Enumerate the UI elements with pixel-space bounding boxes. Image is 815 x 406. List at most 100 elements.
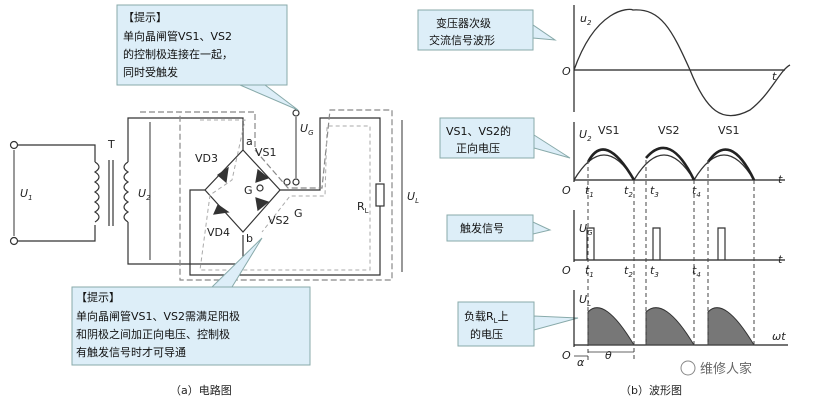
callout-top-line-1: 单向晶闸管VS1、VS2 — [123, 29, 232, 43]
box-ac-line-1: 变压器次级 — [436, 16, 491, 30]
gate2-terminal — [283, 178, 291, 186]
trigger-pulses — [586, 227, 726, 260]
callout-bottom-line-1: 单向晶闸管VS1、VS2需满足阳极 — [76, 309, 240, 323]
secondary-wire-top — [127, 117, 244, 162]
origin-2: O — [562, 184, 571, 197]
callout-bottom-title: 【提示】 — [76, 291, 120, 304]
box-load-pointer — [533, 315, 579, 331]
theta-label: θ — [605, 349, 612, 362]
box-forward-voltage — [439, 117, 535, 159]
vd3-label: VD3 — [195, 152, 218, 165]
input-wire-bottom — [18, 225, 96, 242]
half-label-1: VS1 — [598, 124, 620, 137]
label-U2: U2 — [579, 128, 592, 143]
t3-label-b: t3 — [650, 264, 659, 279]
half-label-3: VS1 — [718, 124, 740, 137]
callout-bottom-box — [71, 286, 311, 366]
wave-text: u2 O t U2 VS1 VS2 VS1 O t t1 t2 t3 t4 UG… — [562, 12, 786, 369]
transformer-label: T — [107, 138, 115, 151]
node-b-label: b — [246, 232, 253, 245]
wave-rectified — [573, 154, 755, 182]
vs1-label: VS1 — [255, 146, 277, 159]
vd4-label: VD4 — [207, 226, 230, 239]
origin-1: O — [562, 65, 571, 78]
bridge-diamond — [204, 149, 281, 233]
ul-label: UL — [407, 190, 419, 205]
vs2-thyristor — [255, 197, 270, 212]
t1-label: t1 — [585, 184, 594, 199]
callout-bottom-line-2: 和阴极之间加正向电压、控制极 — [76, 327, 230, 341]
gate1-label: G — [244, 184, 253, 197]
watermark-icon — [680, 360, 696, 376]
current-path-2 — [199, 119, 371, 271]
callout-top-line-2: 的控制极连接在一起， — [123, 47, 233, 61]
u1-label: U1 — [20, 187, 33, 202]
output-wire-top — [280, 117, 381, 191]
box-ac-pointer — [532, 24, 557, 41]
transformer-primary — [93, 161, 100, 223]
caption-circuit: （a）电路图 — [170, 384, 232, 397]
box-load-line-1: 负载RL上 — [464, 309, 509, 325]
vd3-diode — [217, 166, 229, 184]
half-label-2: VS2 — [658, 124, 680, 137]
circuit-diagram — [9, 109, 403, 276]
box-load-line-2: 的电压 — [470, 327, 503, 341]
ug-terminal-bottom — [292, 178, 300, 186]
vd4-diode — [213, 204, 230, 215]
current-paths — [140, 109, 393, 281]
pulse-2 — [652, 227, 661, 260]
transformer-secondary — [123, 161, 130, 223]
label-u2: u2 — [580, 12, 592, 27]
t2-label: t2 — [624, 184, 633, 199]
label-UG: UG — [579, 222, 593, 237]
input-wire-top — [18, 144, 96, 162]
t-axis-1: t — [772, 70, 777, 83]
wave-axes — [573, 5, 788, 347]
secondary-wire-bottom — [127, 222, 244, 265]
vs1-thyristor — [255, 168, 270, 183]
callout-bottom: 【提示】 单向晶闸管VS1、VS2需满足阳极 和阴极之间加正向电压、控制极 有触… — [71, 237, 311, 366]
box-forward-line-1: VS1、VS2的 — [446, 124, 511, 138]
load-resistor — [375, 183, 385, 207]
gate2-label: G — [294, 207, 303, 220]
load-lobe-2 — [645, 307, 695, 346]
rl-label: RL — [357, 200, 369, 215]
current-path-1 — [140, 109, 393, 281]
wave-rectified-conducting — [586, 146, 756, 181]
alpha-label: α — [577, 356, 585, 369]
box-ac-signal — [417, 9, 534, 51]
box-ac-line-2: 交流信号波形 — [429, 33, 495, 47]
load-lobe-1 — [587, 307, 635, 346]
load-lobe-3 — [707, 307, 755, 346]
ug-terminal-top — [292, 109, 300, 117]
t-axis-2: t — [778, 173, 783, 186]
box-trigger-pointer — [532, 221, 552, 235]
callout-top-pointer — [239, 84, 299, 111]
caption-waveform: （b）波形图 — [620, 384, 682, 397]
origin-4: O — [562, 349, 571, 362]
input-terminal-top — [9, 140, 19, 150]
callout-bottom-pointer — [210, 237, 263, 288]
gate1-terminal — [256, 184, 264, 192]
vs2-label: VS2 — [268, 214, 290, 227]
angle-markers — [574, 351, 634, 357]
box-trigger — [446, 214, 534, 242]
t-axis-3: t — [778, 253, 783, 266]
origin-3: O — [562, 264, 571, 277]
input-terminal-bottom — [9, 236, 19, 246]
box-forward-pointer — [533, 134, 571, 159]
callout-top-box — [116, 4, 288, 86]
t1-label-b: t1 — [585, 264, 594, 279]
t4-label-b: t4 — [692, 264, 701, 279]
wt-axis: ωt — [772, 330, 786, 343]
guide-lines — [587, 160, 755, 360]
wave-boxes: 变压器次级 交流信号波形 VS1、VS2的 正向电压 触发信号 负载RL上 的电… — [417, 9, 579, 347]
watermark-text: 维修人家 — [700, 361, 752, 377]
wave-ac — [573, 8, 791, 117]
t3-label: t3 — [650, 184, 659, 199]
watermark: 维修人家 — [680, 360, 752, 377]
circuit-text: U1 T U2 VD3 VD4 VS1 VS2 a b G G UG RL UL — [20, 122, 419, 245]
pulse-3 — [717, 227, 726, 260]
callout-bottom-line-3: 有触发信号时才可导通 — [76, 345, 186, 359]
